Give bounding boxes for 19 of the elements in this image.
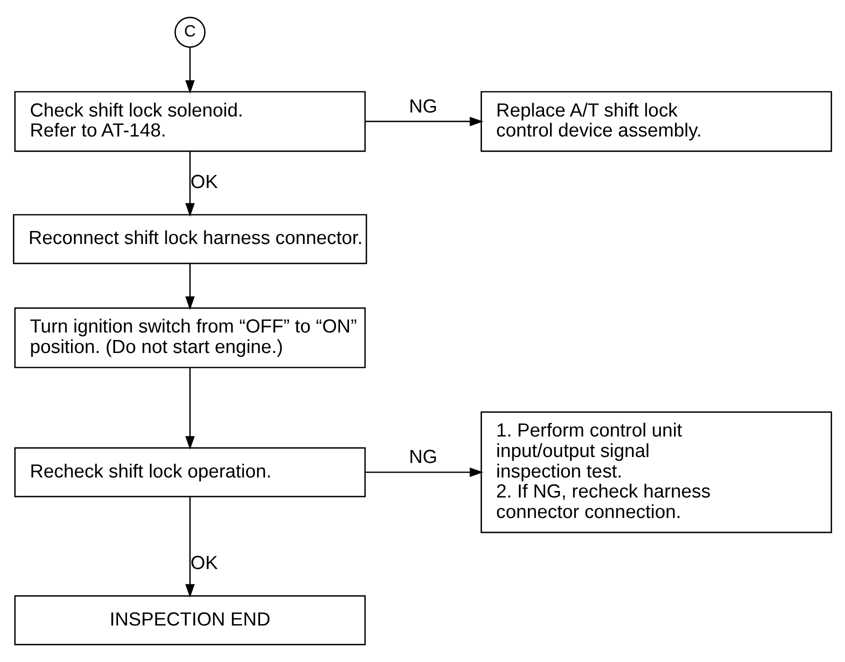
arrow: [185, 496, 195, 598]
edge-label: NG: [408, 447, 438, 468]
node-box: Recheck shift lock operation.: [14, 447, 366, 498]
node-circle: C: [174, 16, 206, 48]
node-box: Turn ignition switch from “OFF” to “ON” position. (Do not start engine.): [14, 307, 366, 368]
arrow: [185, 264, 195, 310]
node-box: INSPECTION END: [14, 595, 366, 646]
node-box: Reconnect shift lock harness connector.: [12, 214, 368, 264]
node-box: Replace A/T shift lock control device assembly.: [480, 91, 832, 152]
arrow: [366, 116, 484, 126]
node-box: 1. Perform control unit input/output signal inspection test. 2. If NG, recheck harness connector connection.: [480, 411, 832, 534]
edge-label: OK: [190, 172, 218, 193]
arrow: [366, 468, 484, 477]
arrow: [185, 47, 195, 94]
arrow: [185, 368, 195, 450]
edge-label: NG: [408, 96, 438, 118]
node-box: Check shift lock solenoid. Refer to AT-148.: [14, 91, 366, 152]
edge-label: OK: [190, 553, 218, 574]
arrow: [185, 151, 195, 217]
